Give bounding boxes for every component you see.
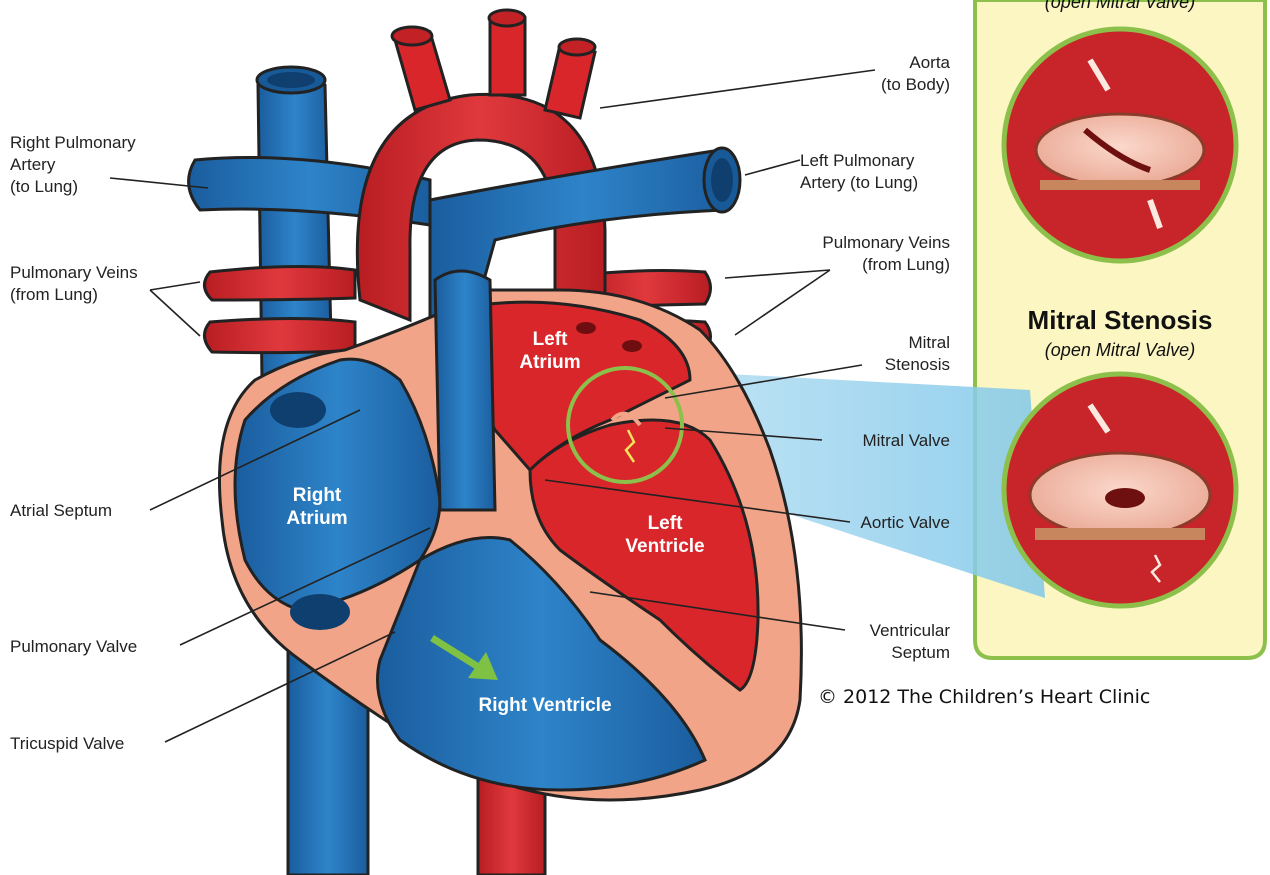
chamber-left-atrium: Left Atrium — [510, 328, 590, 374]
label-right-pulmonary-artery: Right Pulmonary Artery (to Lung) — [10, 132, 190, 198]
label-aorta: Aorta (to Body) — [850, 52, 950, 96]
inset-valve-stenosis — [1004, 374, 1236, 606]
label-mitral-stenosis: Mitral Stenosis — [860, 332, 950, 376]
label-tricuspid-valve: Tricuspid Valve — [10, 733, 190, 755]
inset-top-subtitle: (open Mitral Valve) — [985, 0, 1255, 13]
inset-title: Mitral Stenosis — [985, 305, 1255, 336]
label-pulmonary-veins-left: Pulmonary Veins (from Lung) — [10, 262, 190, 306]
label-ventricular-septum: Ventricular Septum — [840, 620, 950, 664]
inset-subtitle: (open Mitral Valve) — [985, 340, 1255, 361]
label-pulmonary-valve: Pulmonary Valve — [10, 636, 190, 658]
label-aortic-valve: Aortic Valve — [850, 512, 950, 534]
chamber-left-ventricle: Left Ventricle — [615, 512, 715, 558]
copyright-notice: © 2012 The Children’s Heart Clinic — [818, 686, 1150, 708]
chamber-right-ventricle: Right Ventricle — [455, 694, 635, 717]
inset-valve-normal — [1004, 29, 1236, 261]
chamber-right-atrium: Right Atrium — [272, 484, 362, 530]
label-pulmonary-veins-right: Pulmonary Veins (from Lung) — [780, 232, 950, 276]
pulmonary-trunk — [435, 271, 495, 510]
label-left-pulmonary-artery: Left Pulmonary Artery (to Lung) — [800, 150, 952, 194]
label-atrial-septum: Atrial Septum — [10, 500, 170, 522]
label-mitral-valve: Mitral Valve — [825, 430, 950, 452]
